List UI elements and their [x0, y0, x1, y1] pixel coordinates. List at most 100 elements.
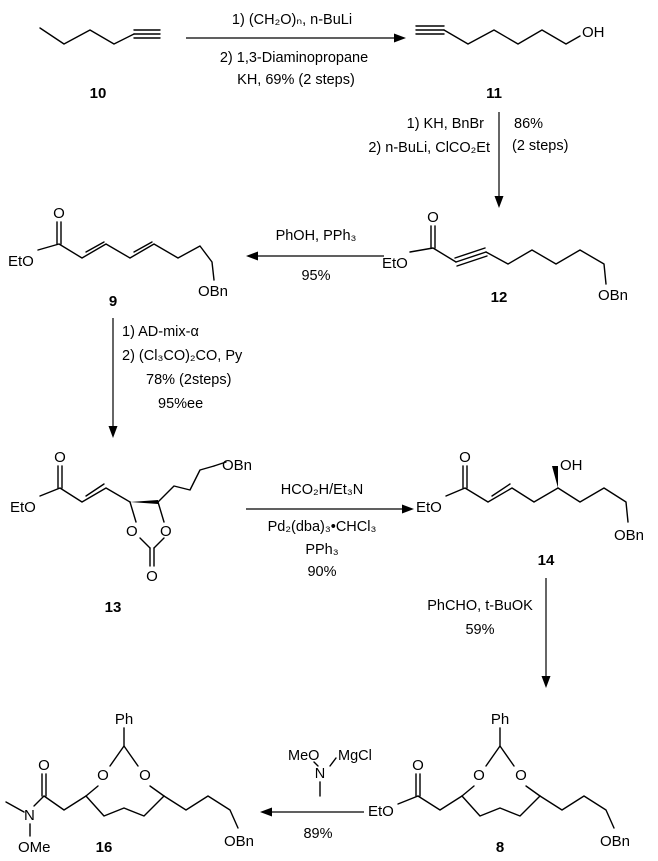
atom-label: OMe: [18, 839, 51, 856]
arrow-head: [246, 251, 258, 261]
reaction-condition: MeO: [288, 748, 319, 764]
bond-skeleton: [417, 795, 463, 811]
bond: [5, 801, 25, 813]
triple-bond: [455, 251, 487, 263]
compound-label: 8: [496, 839, 504, 856]
ring-bond: [85, 785, 99, 797]
atom-label: O: [459, 449, 471, 466]
reaction-condition: 90%: [307, 564, 336, 580]
double-bond-inner: [85, 241, 105, 253]
bond-skeleton: [37, 243, 215, 281]
reaction-condition: 95%: [301, 268, 330, 284]
atom-label: O: [146, 568, 158, 585]
bond-skeleton: [43, 795, 87, 811]
reaction-condition: 86%: [514, 116, 543, 132]
atom-label: OBn: [222, 457, 252, 474]
wedge-bond: [130, 500, 158, 504]
atom-label: OBn: [614, 527, 644, 544]
atom-label: EtO: [416, 499, 442, 516]
reaction-step-10-to-11: 1) (CH₂O)ₙ, n-BuLi 2) 1,3-Diaminopropane…: [186, 12, 406, 88]
reaction-condition: PhOH, PPh₃: [276, 228, 357, 244]
atom-label: Ph: [491, 711, 509, 728]
bond: [153, 537, 165, 549]
bond-skeleton: [443, 29, 581, 45]
atom-label: O: [38, 757, 50, 774]
arrow-head: [402, 504, 414, 514]
atom-label: O: [97, 767, 109, 784]
compound-12: O EtO OBn 12: [382, 209, 628, 306]
reaction-condition: 59%: [465, 622, 494, 638]
reaction-condition: 2) n-BuLi, ClCO₂Et: [368, 140, 490, 156]
atom-label: OBn: [600, 833, 630, 850]
ring-bond: [149, 785, 165, 797]
atom-label: O: [160, 523, 172, 540]
triple-bond: [456, 255, 488, 267]
atom-label: OBn: [224, 833, 254, 850]
bond-skeleton: [409, 247, 457, 263]
bond-skeleton: [485, 249, 607, 285]
reaction-condition: HCO₂H/Et₃N: [281, 482, 363, 498]
reaction-condition: 78% (2steps): [146, 372, 231, 388]
bond-skeleton: [557, 487, 629, 523]
reaction-condition: MgCl: [338, 748, 372, 764]
ring-bond: [485, 745, 515, 767]
atom-label: O: [412, 757, 424, 774]
bond-skeleton: [445, 487, 559, 503]
bond: [157, 501, 165, 523]
atom-label: OBn: [598, 287, 628, 304]
compound-label: 16: [96, 839, 113, 856]
bond-skeleton: [539, 795, 615, 829]
reaction-step-13-to-14: HCO₂H/Et₃N Pd₂(dba)₃•CHCl₃ PPh₃ 90%: [246, 482, 414, 580]
bond: [213, 461, 227, 467]
bond: [129, 501, 137, 523]
bond-skeleton: [39, 487, 131, 503]
reaction-step-14-to-8: PhCHO, t-BuOK 59%: [427, 578, 551, 688]
atom-label: OH: [560, 457, 583, 474]
reaction-step-8-to-16: MeO N MgCl 89%: [260, 748, 372, 842]
reaction-condition: Pd₂(dba)₃•CHCl₃: [268, 519, 377, 535]
reaction-step-12-to-9: PhOH, PPh₃ 95%: [246, 228, 384, 284]
reaction-step-9-to-13: 1) AD-mix-α 2) (Cl₃CO)₂CO, Py 78% (2step…: [108, 318, 243, 438]
arrow-head: [494, 196, 504, 208]
compound-14: O EtO OH OBn 14: [416, 449, 644, 569]
bond-skeleton: [163, 795, 239, 829]
reaction-condition: PhCHO, t-BuOK: [427, 598, 533, 614]
compound-9: O EtO OBn 9: [8, 205, 228, 310]
atom-label: O: [53, 205, 65, 222]
reaction-condition: 2) (Cl₃CO)₂CO, Py: [122, 348, 243, 364]
compound-10: 10: [39, 27, 161, 102]
reaction-condition: PPh₃: [305, 542, 338, 558]
atom-label: EtO: [8, 253, 34, 270]
atom-label: O: [515, 767, 527, 784]
double-bond-inner: [85, 483, 105, 497]
arrow-head: [541, 676, 551, 688]
bond: [313, 761, 319, 767]
ring-bond: [461, 785, 475, 797]
double-bond-inner: [491, 483, 511, 497]
bond: [139, 537, 151, 549]
bond-skeleton: [157, 465, 215, 503]
compound-label: 11: [486, 85, 502, 102]
atom-label: O: [139, 767, 151, 784]
reaction-condition: 2) 1,3-Diaminopropane: [220, 50, 368, 66]
reaction-condition: 1) (CH₂O)ₙ, n-BuLi: [232, 12, 352, 28]
reaction-condition: 1) AD-mix-α: [122, 324, 199, 340]
bond: [33, 795, 45, 807]
atom-label: O: [473, 767, 485, 784]
compound-13: O EtO OBn O O O 13: [10, 449, 252, 616]
atom-label: N: [24, 807, 35, 824]
triple-bond: [454, 247, 486, 259]
atom-label: EtO: [368, 803, 394, 820]
atom-label: O: [126, 523, 138, 540]
ring-bond: [109, 745, 139, 767]
atom-label: OBn: [198, 283, 228, 300]
ring-bond: [85, 795, 165, 817]
ring-bond: [525, 785, 541, 797]
compound-8: Ph O O O EtO OBn 8: [368, 711, 630, 856]
compound-label: 14: [538, 552, 555, 569]
reaction-condition: 89%: [303, 826, 332, 842]
ring-bond: [461, 795, 541, 817]
compound-11: OH 11: [415, 24, 605, 102]
compound-16: Ph O O O N OMe OBn 16: [5, 711, 254, 856]
